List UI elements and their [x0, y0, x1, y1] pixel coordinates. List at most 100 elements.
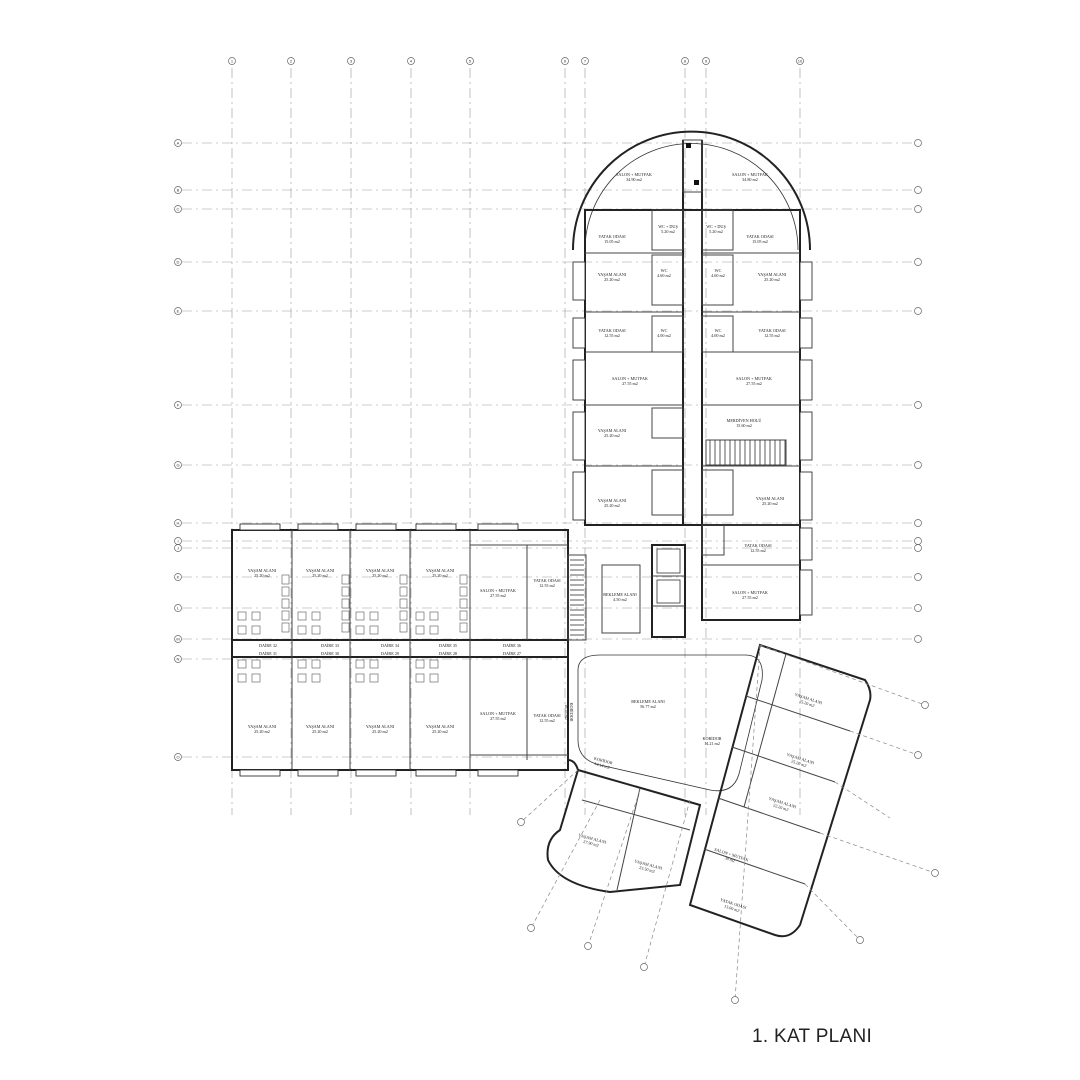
room-area: 4.50 m2 [613, 597, 627, 602]
sink-fixture [311, 673, 321, 683]
room-name: MERDİVEN HOLÜ [727, 418, 762, 423]
diagonal-grid-line [530, 799, 601, 929]
grid-label: D [177, 260, 180, 265]
room-area: 15.05 m2 [604, 239, 620, 244]
grid-bubble [914, 604, 922, 612]
south-block-walls [546, 768, 702, 894]
grid-bubble [914, 401, 922, 409]
room-name: BEKLEME ALANI [603, 592, 637, 597]
grid-bubble [914, 544, 922, 552]
kitchen-counter [459, 598, 468, 609]
room-area: 4.60 m2 [657, 273, 671, 278]
waiting-area-large [577, 654, 763, 792]
window-bays [572, 261, 813, 616]
room-area: 5.20 m2 [661, 229, 675, 234]
toilet-fixture [355, 659, 365, 669]
window-bay [415, 769, 457, 777]
grid-label: 10 [798, 59, 803, 64]
window-bay [297, 523, 339, 531]
sink-fixture [429, 659, 439, 669]
window-bay [799, 411, 813, 461]
grid-label: L [177, 606, 180, 611]
window-bay [572, 359, 586, 401]
southeast-wing [517, 643, 939, 1004]
grid-label: 5 [469, 59, 472, 64]
room-area: 5.20 m2 [709, 229, 723, 234]
room-area: 25.20 m2 [372, 729, 388, 734]
kitchen-counter [399, 622, 408, 633]
toilet-fixture [415, 659, 425, 669]
room-area: 25.20 m2 [432, 573, 448, 578]
room-area: 25.20 m2 [764, 277, 780, 282]
room-area: 25.20 m2 [312, 729, 328, 734]
room-area: 27.90 m2 [583, 839, 600, 848]
room-area: 4.60 m2 [711, 273, 725, 278]
north-wing-walls [584, 209, 801, 526]
sink-fixture [429, 673, 439, 683]
north-wing [572, 130, 813, 621]
stair-steps [570, 440, 786, 636]
room-area: 12.55 m2 [604, 333, 620, 338]
window-bay [572, 317, 586, 349]
grid-bubble [228, 57, 236, 65]
room-area: 25.20 m2 [312, 573, 328, 578]
southeast-block-walls [688, 643, 872, 938]
room-name: WC [661, 268, 668, 273]
grid-label: A [177, 141, 180, 146]
kitchen-counter [399, 586, 408, 597]
bathroom-fixtures [237, 574, 468, 683]
room-area: 25.20 m2 [372, 573, 388, 578]
central-core [567, 544, 763, 792]
diagonal-grid-lines [517, 644, 939, 1004]
room-area: 25.20 m2 [791, 759, 808, 769]
grid-label: O [176, 755, 179, 760]
window-bay [799, 569, 813, 616]
room-area: 34.90 m2 [626, 177, 642, 182]
window-bay [799, 261, 813, 301]
window-bay [477, 523, 519, 531]
grid-bubble [174, 635, 182, 643]
room-name: YATAK ODASI [598, 234, 626, 239]
room-area: 27.55 m2 [622, 381, 638, 386]
grid-bubble [174, 205, 182, 213]
grid-bubble [174, 139, 182, 147]
sink-fixture [369, 659, 379, 669]
room-name: YAŞAM ALANI [248, 724, 277, 729]
sink-fixture [311, 611, 321, 621]
grid-bubble [931, 869, 939, 877]
grid-label: 8 [684, 59, 687, 64]
grid-bubble [702, 57, 710, 65]
room-name: YAŞAM ALANI [598, 428, 627, 433]
window-bays [239, 523, 519, 777]
grid-label: 1 [231, 59, 234, 64]
window-bay [799, 527, 813, 561]
diagonal-grid-line [834, 781, 891, 819]
unit-label: DAİRE 27 [503, 651, 521, 656]
room-name: SALON + MUTFAK [480, 711, 516, 716]
window-bay [355, 769, 397, 777]
room-name: YATAK ODASI [746, 234, 774, 239]
grid-label: K [177, 575, 180, 580]
grid-bubble [174, 604, 182, 612]
room-name: YAŞAM ALANI [756, 496, 785, 501]
room-name: SALON + MUTFAK [480, 588, 516, 593]
window-bay [355, 523, 397, 531]
